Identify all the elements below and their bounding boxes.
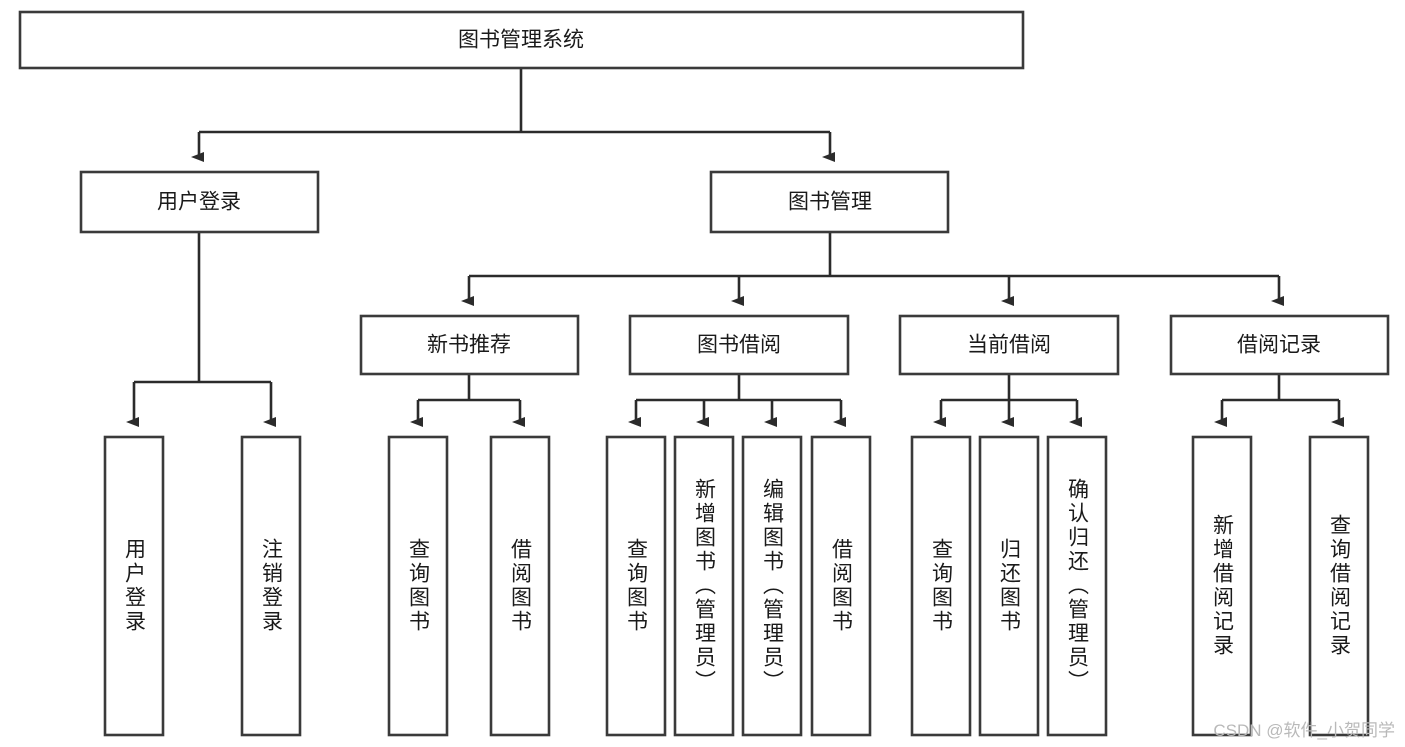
node-new-book-recommend[interactable]: 新书推荐 (359, 314, 580, 376)
connector-currentborrow-to-leaves (933, 374, 1082, 427)
leaf-bookborrow-add-book[interactable]: 新增图书（管理员） (673, 435, 735, 737)
connector-newbook-to-leaves (410, 374, 525, 427)
node-book-management-label: 图书管理 (788, 191, 872, 214)
leaf-bookborrow-query-book[interactable]: 查询图书 (605, 435, 667, 737)
leaf-borrowrecord-add-record[interactable]: 新增借阅记录 (1191, 435, 1253, 737)
connector-bookmgmt-to-level3 (461, 232, 1284, 306)
leaf-bookborrow-query-book-label: 查询图书 (625, 538, 649, 634)
node-root[interactable]: 图书管理系统 (18, 10, 1025, 70)
leaf-bookborrow-borrow-book[interactable]: 借阅图书 (810, 435, 872, 737)
leaf-currentborrow-return-book[interactable]: 归还图书 (978, 435, 1040, 737)
node-new-book-recommend-label: 新书推荐 (427, 334, 511, 357)
node-current-borrow-label: 当前借阅 (967, 334, 1051, 357)
leaf-bookborrow-borrow-book-label: 借阅图书 (830, 538, 854, 634)
node-borrow-record[interactable]: 借阅记录 (1169, 314, 1390, 376)
node-borrow-record-label: 借阅记录 (1237, 334, 1321, 357)
leaf-currentborrow-confirm-return-label: 确认归还（管理员） (1066, 478, 1090, 694)
leaf-currentborrow-confirm-return[interactable]: 确认归还（管理员） (1046, 435, 1108, 737)
leaf-borrowrecord-add-record-label: 新增借阅记录 (1211, 514, 1235, 658)
leaf-user-login[interactable]: 用户登录 (103, 435, 165, 737)
leaf-currentborrow-query-book[interactable]: 查询图书 (910, 435, 972, 737)
leaf-bookborrow-edit-book[interactable]: 编辑图书（管理员） (741, 435, 803, 737)
leaf-bookborrow-edit-book-label: 编辑图书（管理员） (761, 478, 785, 694)
node-book-borrow[interactable]: 图书借阅 (628, 314, 850, 376)
node-root-label: 图书管理系统 (458, 29, 584, 52)
leaf-newbook-borrow-book[interactable]: 借阅图书 (489, 435, 551, 737)
node-book-management[interactable]: 图书管理 (709, 170, 950, 234)
leaf-newbook-query-book-label: 查询图书 (407, 538, 431, 634)
node-user-login-label: 用户登录 (157, 191, 241, 214)
node-book-borrow-label: 图书借阅 (697, 334, 781, 357)
leaf-logout[interactable]: 注销登录 (240, 435, 302, 737)
csdn-watermark: CSDN @软件_小贺同学 (1213, 721, 1395, 740)
connector-userlogin-to-leaves (126, 232, 276, 427)
connector-bookborrow-to-leaves (628, 374, 846, 427)
connector-root-to-level2 (191, 68, 835, 162)
leaf-logout-label: 注销登录 (260, 538, 284, 634)
leaf-newbook-query-book[interactable]: 查询图书 (387, 435, 449, 737)
leaf-user-login-label: 用户登录 (123, 538, 147, 634)
leaf-bookborrow-add-book-label: 新增图书（管理员） (693, 478, 717, 694)
node-user-login[interactable]: 用户登录 (79, 170, 320, 234)
node-current-borrow[interactable]: 当前借阅 (898, 314, 1120, 376)
leaf-currentborrow-query-book-label: 查询图书 (930, 538, 954, 634)
leaf-borrowrecord-query-record[interactable]: 查询借阅记录 (1308, 435, 1370, 737)
connector-borrowrecord-to-leaves (1214, 374, 1344, 427)
leaf-newbook-borrow-book-label: 借阅图书 (509, 538, 533, 634)
leaf-currentborrow-return-book-label: 归还图书 (998, 538, 1022, 634)
leaf-borrowrecord-query-record-label: 查询借阅记录 (1328, 514, 1352, 658)
